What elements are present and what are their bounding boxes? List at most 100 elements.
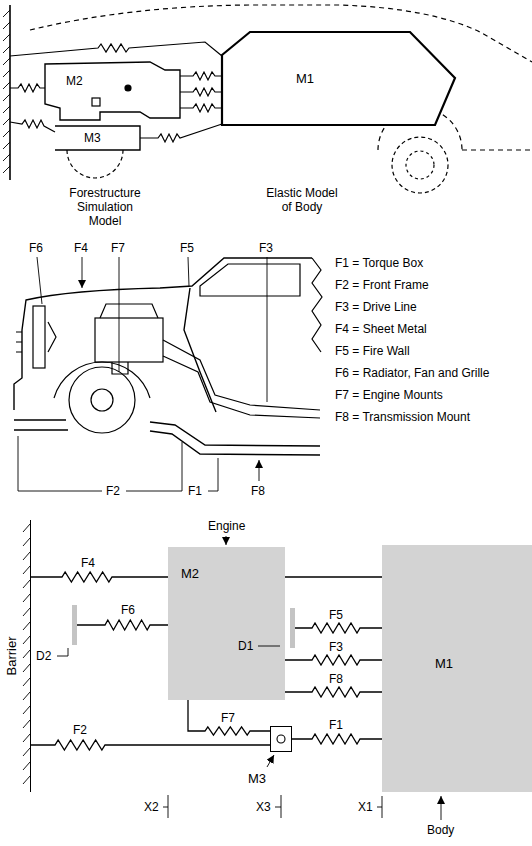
body-mass-polygon: M1	[222, 32, 455, 125]
gap-plate	[72, 605, 77, 645]
spring-label: F4	[80, 556, 96, 570]
barrier-hatching	[23, 580, 30, 588]
window-outline	[200, 264, 300, 296]
bracket-line	[208, 458, 218, 491]
barrier-hatching	[23, 622, 30, 630]
coordinate-label: X3	[256, 800, 271, 814]
fan	[48, 322, 56, 352]
barrier-hatching	[23, 524, 30, 532]
barrier-hatching	[23, 776, 30, 784]
spring-label: F6	[120, 603, 136, 617]
driveline-spring	[180, 88, 222, 96]
barrier-hatching	[23, 734, 30, 742]
barrier-wall: Barrier	[22, 520, 31, 792]
grille	[16, 332, 22, 352]
engine-head	[100, 304, 158, 318]
key-entry: F3 = Drive Line	[335, 300, 417, 314]
frame-spring	[10, 120, 55, 132]
forestructure-outline	[45, 62, 180, 120]
callout-number: F4	[74, 241, 88, 255]
position-tick	[163, 795, 168, 818]
bracket-line	[126, 442, 182, 491]
barrier-hatching	[23, 692, 30, 700]
mass-label: M1	[435, 656, 453, 671]
key-entry: F5 = Fire Wall	[335, 344, 410, 358]
barrier-hatching	[23, 706, 30, 714]
callout-number: F7	[111, 241, 125, 255]
barrier-hatching	[23, 566, 30, 574]
rear-hub-dashed	[406, 151, 434, 179]
crossmember-mass-outline	[271, 727, 293, 753]
spring-connector	[285, 623, 382, 633]
firewall-spring	[180, 72, 222, 80]
callout-number: F5	[180, 241, 194, 255]
engine-mass-box: M2	[168, 547, 285, 700]
mass-label: M3	[248, 771, 266, 786]
mass-label: M2	[66, 74, 83, 88]
car-body-outline	[14, 258, 312, 410]
spring-connector	[31, 740, 270, 750]
fire-wall	[184, 288, 216, 412]
spring-connector	[285, 655, 382, 665]
body-mass-box-outline	[382, 545, 532, 792]
spring-label: F5	[328, 608, 344, 622]
leader-arrow	[259, 460, 260, 481]
key-entry: F2 = Front Frame	[335, 278, 429, 292]
spring-label: F2	[72, 723, 88, 737]
position-tick	[275, 795, 281, 818]
part-label: Body	[427, 823, 454, 837]
part-label: Engine	[208, 519, 245, 533]
radiator	[33, 306, 45, 368]
barrier-hatching	[23, 608, 30, 616]
leader-arrow	[267, 755, 274, 767]
callout-number: F6	[29, 241, 43, 255]
barrier-hatching	[23, 678, 30, 686]
rear-wheel-dashed	[392, 137, 448, 193]
key-entry: F8 = Transmission Mount	[335, 410, 470, 424]
leader-line	[37, 257, 42, 304]
spring-label: F3	[328, 640, 344, 654]
barrier-hatching	[23, 594, 30, 602]
callout-number: F1	[188, 484, 202, 498]
bracket-line	[18, 436, 102, 491]
mass-label: M2	[181, 566, 199, 581]
callout-number: F3	[259, 241, 273, 255]
sheet-metal-spring	[10, 42, 222, 56]
pivot-symbol	[277, 735, 285, 743]
spring-label: F7	[220, 711, 236, 725]
barrier-hatching	[23, 762, 30, 770]
barrier-hatching	[23, 748, 30, 756]
barrier-hatching	[3, 10, 10, 173]
engine-block	[95, 318, 163, 362]
callout-number: F2	[106, 484, 120, 498]
position-tick	[377, 796, 382, 818]
crossmember-mass: M3	[270, 726, 292, 752]
spring-label: F1	[328, 718, 344, 732]
engine-mass-dot	[125, 85, 131, 91]
key-entry: F4 = Sheet Metal	[335, 322, 427, 336]
cut-edge	[312, 258, 322, 352]
body-mass-polygon-outline	[222, 32, 455, 125]
panel-caption: Forestructure Simulation Model	[60, 186, 150, 228]
barrier-hatching	[23, 720, 30, 728]
gap-bracket	[57, 648, 68, 656]
gap-label: D1	[238, 639, 253, 653]
leader-arrow	[226, 536, 227, 545]
leader-line	[188, 257, 189, 286]
leader-line	[267, 257, 268, 402]
barrier-wall-line	[9, 5, 11, 180]
mass-label: M3	[84, 131, 101, 145]
front-hub	[91, 389, 113, 411]
leader-arrow	[441, 796, 442, 820]
front-wheel	[69, 367, 135, 433]
front-wheel-dashed	[67, 150, 123, 178]
callout-number: F8	[251, 484, 265, 498]
gap-plate	[290, 608, 295, 648]
leader-arrow	[82, 257, 83, 288]
key-entry: F6 = Radiator, Fan and Grille	[335, 366, 489, 380]
gap-bracket	[258, 646, 280, 647]
spring-connector	[31, 620, 168, 630]
leader-line	[119, 257, 120, 372]
spring-connector	[188, 700, 270, 735]
